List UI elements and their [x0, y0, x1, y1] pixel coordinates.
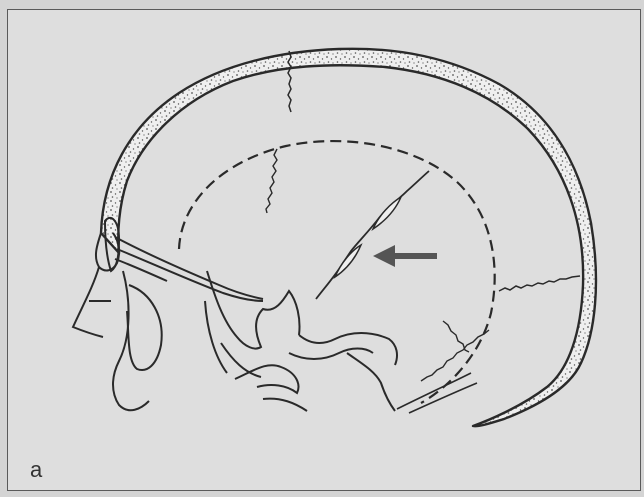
occipital-condyle — [347, 353, 395, 411]
fracture-widening-upper — [373, 197, 401, 229]
maxilla — [113, 271, 149, 410]
maxillary-sinus — [127, 285, 162, 370]
mastoid-and-base — [289, 333, 397, 365]
arrow-indicator — [373, 245, 437, 267]
calvarium-bone — [101, 49, 596, 426]
pterygoid — [205, 301, 261, 377]
occipital-suture — [421, 321, 489, 381]
sphenoid-process — [207, 271, 300, 349]
lambdoid-suture — [499, 276, 580, 291]
figure-frame: a — [7, 9, 641, 491]
mandible-condyle — [235, 365, 307, 411]
panel-label: a — [30, 459, 42, 481]
fracture-widening-lower — [335, 245, 361, 277]
nose — [73, 267, 111, 337]
fracture-line — [316, 171, 429, 299]
skull-illustration — [8, 10, 641, 491]
zygomatic-arch — [115, 237, 263, 301]
coronal-suture-inner — [266, 149, 277, 213]
